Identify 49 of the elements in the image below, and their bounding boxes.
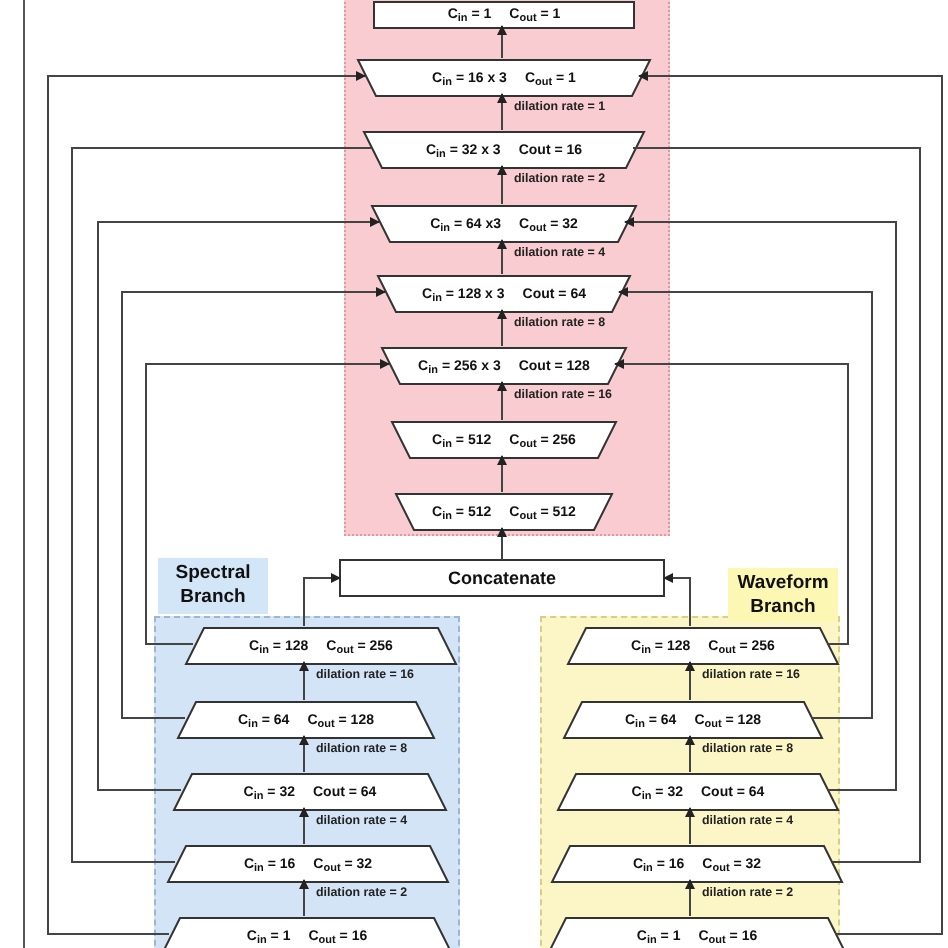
conv-block: [392, 422, 616, 458]
decoder-panel: [344, 0, 670, 536]
arrow: [685, 735, 695, 773]
conv-block: [552, 846, 842, 882]
conv-block: [178, 702, 434, 738]
conv-block: [358, 60, 650, 96]
conv-block: [364, 132, 644, 168]
arrow: [497, 239, 507, 275]
arrow: [685, 807, 695, 845]
arrow: [497, 25, 507, 59]
conv-block: [168, 846, 448, 882]
arrow: [624, 217, 897, 791]
conv-block: [186, 628, 456, 664]
arrow: [145, 359, 390, 645]
process-block: [340, 560, 664, 596]
arrow: [663, 573, 691, 627]
conv-block: [564, 702, 822, 738]
arrow: [497, 381, 507, 421]
arrow: [638, 71, 943, 935]
conv-block: [396, 494, 612, 530]
arrow: [614, 359, 849, 645]
arrow: [685, 661, 695, 701]
arrow: [299, 735, 309, 773]
arrow: [121, 287, 386, 719]
arrow: [303, 573, 341, 627]
arrow: [47, 71, 366, 935]
arrow: [497, 165, 507, 205]
conv-block: [372, 206, 636, 242]
conv-block: [568, 628, 838, 664]
conv-block: [558, 774, 838, 810]
arrow: [497, 93, 507, 131]
arrow: [618, 287, 873, 719]
arrow: [97, 217, 380, 791]
conv-block: [548, 918, 846, 948]
arrow: [299, 661, 309, 701]
arrow: [497, 309, 507, 347]
arrow: [497, 527, 507, 561]
arrow: [299, 807, 309, 845]
conv-block: [382, 348, 626, 384]
conv-block: [162, 918, 452, 948]
arrow: [299, 879, 309, 917]
process-block: [374, 2, 634, 28]
branch-heading: Spectral Branch: [158, 558, 268, 614]
block-label: Concatenate: [447, 568, 556, 588]
conv-block: [174, 774, 446, 810]
conv-block: [378, 276, 630, 312]
arrow: [497, 455, 507, 493]
branch-heading: Waveform Branch: [728, 568, 838, 622]
arrow: [685, 879, 695, 917]
